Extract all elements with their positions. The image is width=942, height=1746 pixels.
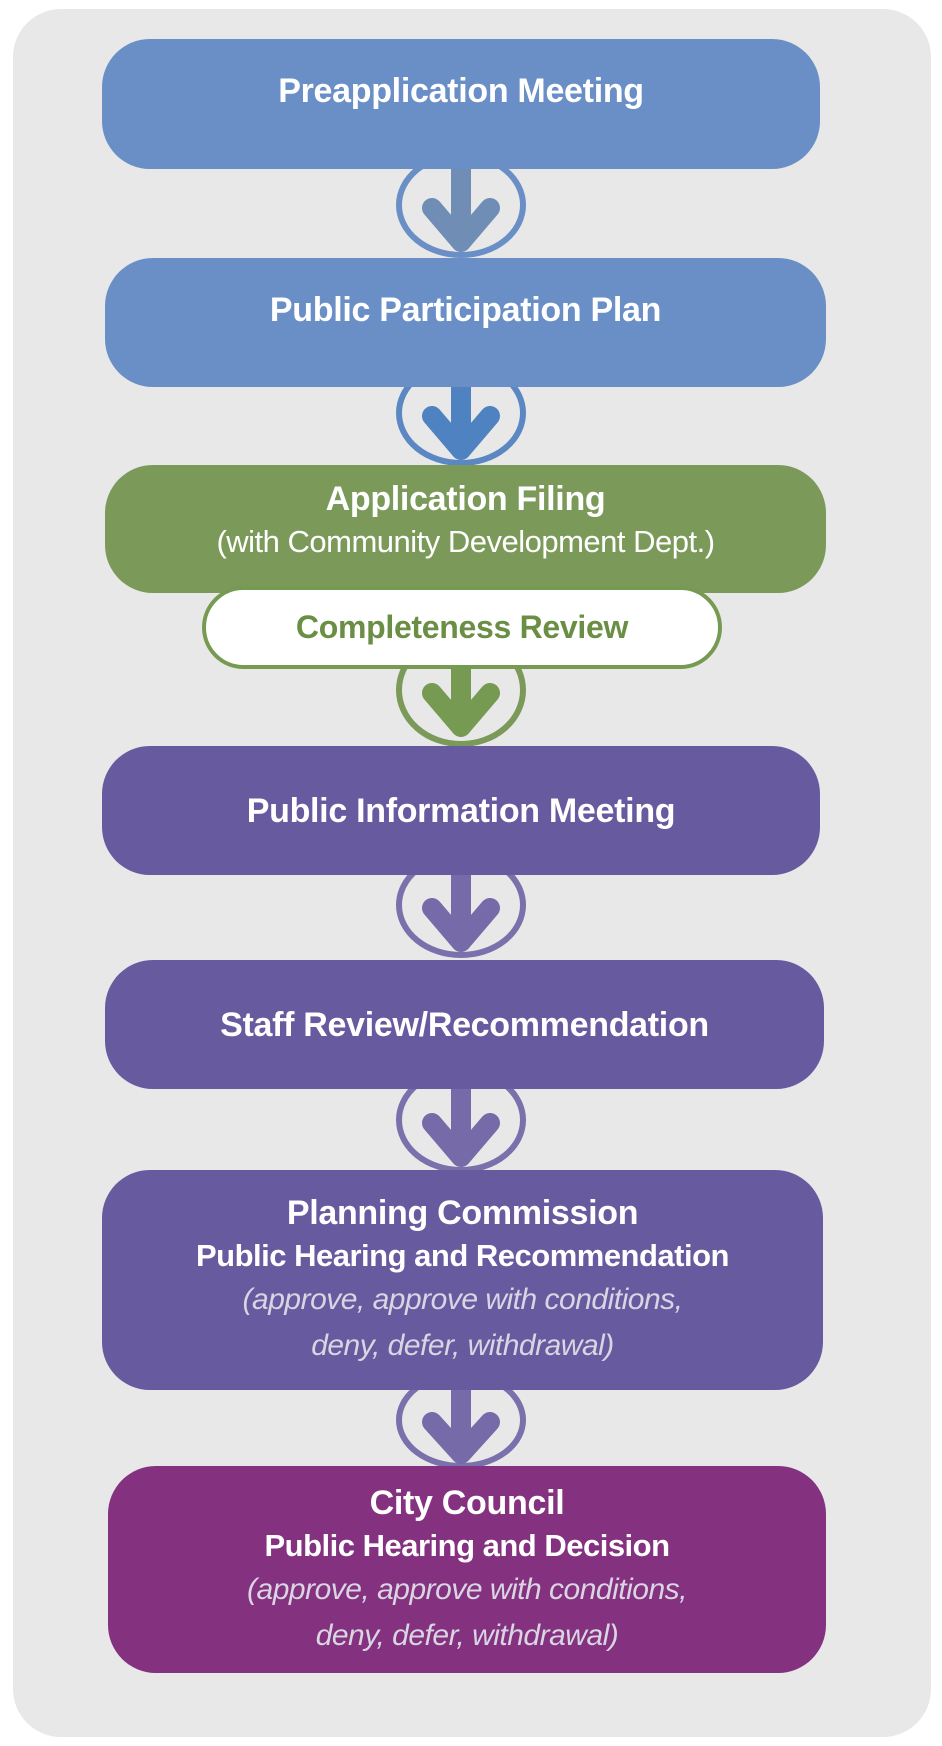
step-options: deny, defer, withdrawal) [311,1329,614,1362]
step-title: Public Participation Plan [269,290,662,329]
step-subtitle: Public Hearing and Recommendation [196,1238,729,1273]
step-options: deny, defer, withdrawal) [315,1618,619,1652]
step-title: Planning Commission [286,1194,639,1232]
step-public-participation-plan: Public Participation Plan [105,258,826,387]
step-title: Public Information Meeting [246,791,676,830]
arrow-down-icon [396,860,526,958]
step-staff-review: Staff Review/Recommendation [105,960,824,1089]
step-title: Application Filing [325,480,606,518]
arrow-down-icon [396,1075,526,1173]
step-title: City Council [369,1483,565,1522]
step-planning-commission: Planning Commission Public Hearing and R… [102,1170,823,1390]
completeness-review-substep: Completeness Review [202,586,722,669]
arrow-down-icon [396,1380,526,1469]
step-options: (approve, approve with conditions, [247,1572,687,1606]
step-title: Staff Review/Recommendation [220,1005,709,1044]
step-options: (approve, approve with conditions, [242,1283,683,1316]
step-subtitle: Public Hearing and Decision [264,1527,670,1563]
step-preapplication-meeting: Preapplication Meeting [102,39,820,169]
step-public-information-meeting: Public Information Meeting [102,746,820,875]
step-title: Preapplication Meeting [278,72,644,110]
step-subtitle: (with Community Development Dept.) [216,524,715,559]
step-application-filing: Application Filing (with Community Devel… [105,465,826,593]
arrow-down-icon [396,160,526,258]
step-city-council: City Council Public Hearing and Decision… [108,1466,826,1673]
